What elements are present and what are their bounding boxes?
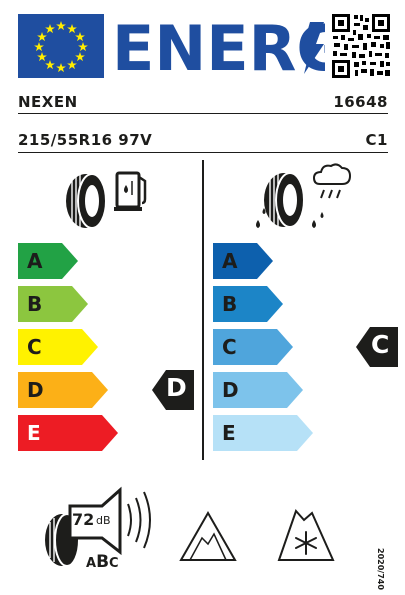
brand-name: NEXEN [18, 93, 78, 111]
mountain-snowflake-icon [276, 508, 336, 564]
qr-code-icon[interactable] [330, 12, 392, 80]
divider-line [18, 113, 388, 114]
fuel-scale-d [18, 372, 108, 408]
energy-title: ENERG [110, 10, 347, 85]
brand-row: NEXEN 16648 [18, 93, 388, 115]
noise-class: ABC [86, 552, 119, 572]
eu-flag-icon [18, 14, 104, 78]
noise-class-c: C [109, 556, 119, 571]
wet-scale-a-label: A [222, 249, 238, 273]
noise-class-b: B [96, 552, 110, 572]
wet-scale-e-label: E [222, 421, 236, 445]
wet-scale-c-label: C [222, 335, 237, 359]
wet-grade-letter: C [371, 330, 390, 359]
fuel-grade-letter: D [166, 373, 187, 402]
fuel-scale-a-label: A [27, 249, 43, 273]
lightning-icon [302, 22, 324, 74]
wet-scale-a [213, 243, 273, 279]
tyre-class: C1 [365, 131, 388, 149]
wet-scale-c [213, 329, 293, 365]
energy-title-text: ENERG [112, 12, 325, 80]
fuel-scale-a [18, 243, 78, 279]
tyre-rain-cloud-icon [250, 160, 360, 240]
fuel-scale-d-label: D [27, 378, 44, 402]
fuel-scale-b-label: B [27, 292, 43, 316]
fuel-scale-c-label: C [27, 335, 42, 359]
wet-scale-b-label: B [222, 292, 238, 316]
wet-scale-b [213, 286, 283, 322]
tyre-speaker-icon [40, 480, 160, 580]
wet-scale-e [213, 415, 313, 451]
fuel-scale-e [18, 415, 118, 451]
wet-grade-marker [356, 327, 398, 367]
size-row: 215/55R16 97V C1 [18, 131, 388, 153]
divider-line [18, 152, 388, 153]
wet-scale-d-label: D [222, 378, 239, 402]
noise-value: 72 [72, 510, 95, 529]
fuel-scale-b [18, 286, 88, 322]
noise-class-a: A [86, 556, 97, 571]
wet-scale-d [213, 372, 303, 408]
tyre-size: 215/55R16 97V [18, 131, 153, 149]
regulation-number: 2020/740 [376, 548, 385, 590]
mountain-icon [178, 510, 238, 564]
tyre-type-id: 16648 [333, 93, 388, 111]
fuel-scale-e-label: E [27, 421, 41, 445]
fuel-scale-c [18, 329, 98, 365]
tyre-fuel-pump-icon [62, 163, 152, 233]
noise-unit: dB [96, 514, 111, 527]
center-divider [202, 160, 204, 460]
fuel-grade-marker [152, 370, 194, 410]
